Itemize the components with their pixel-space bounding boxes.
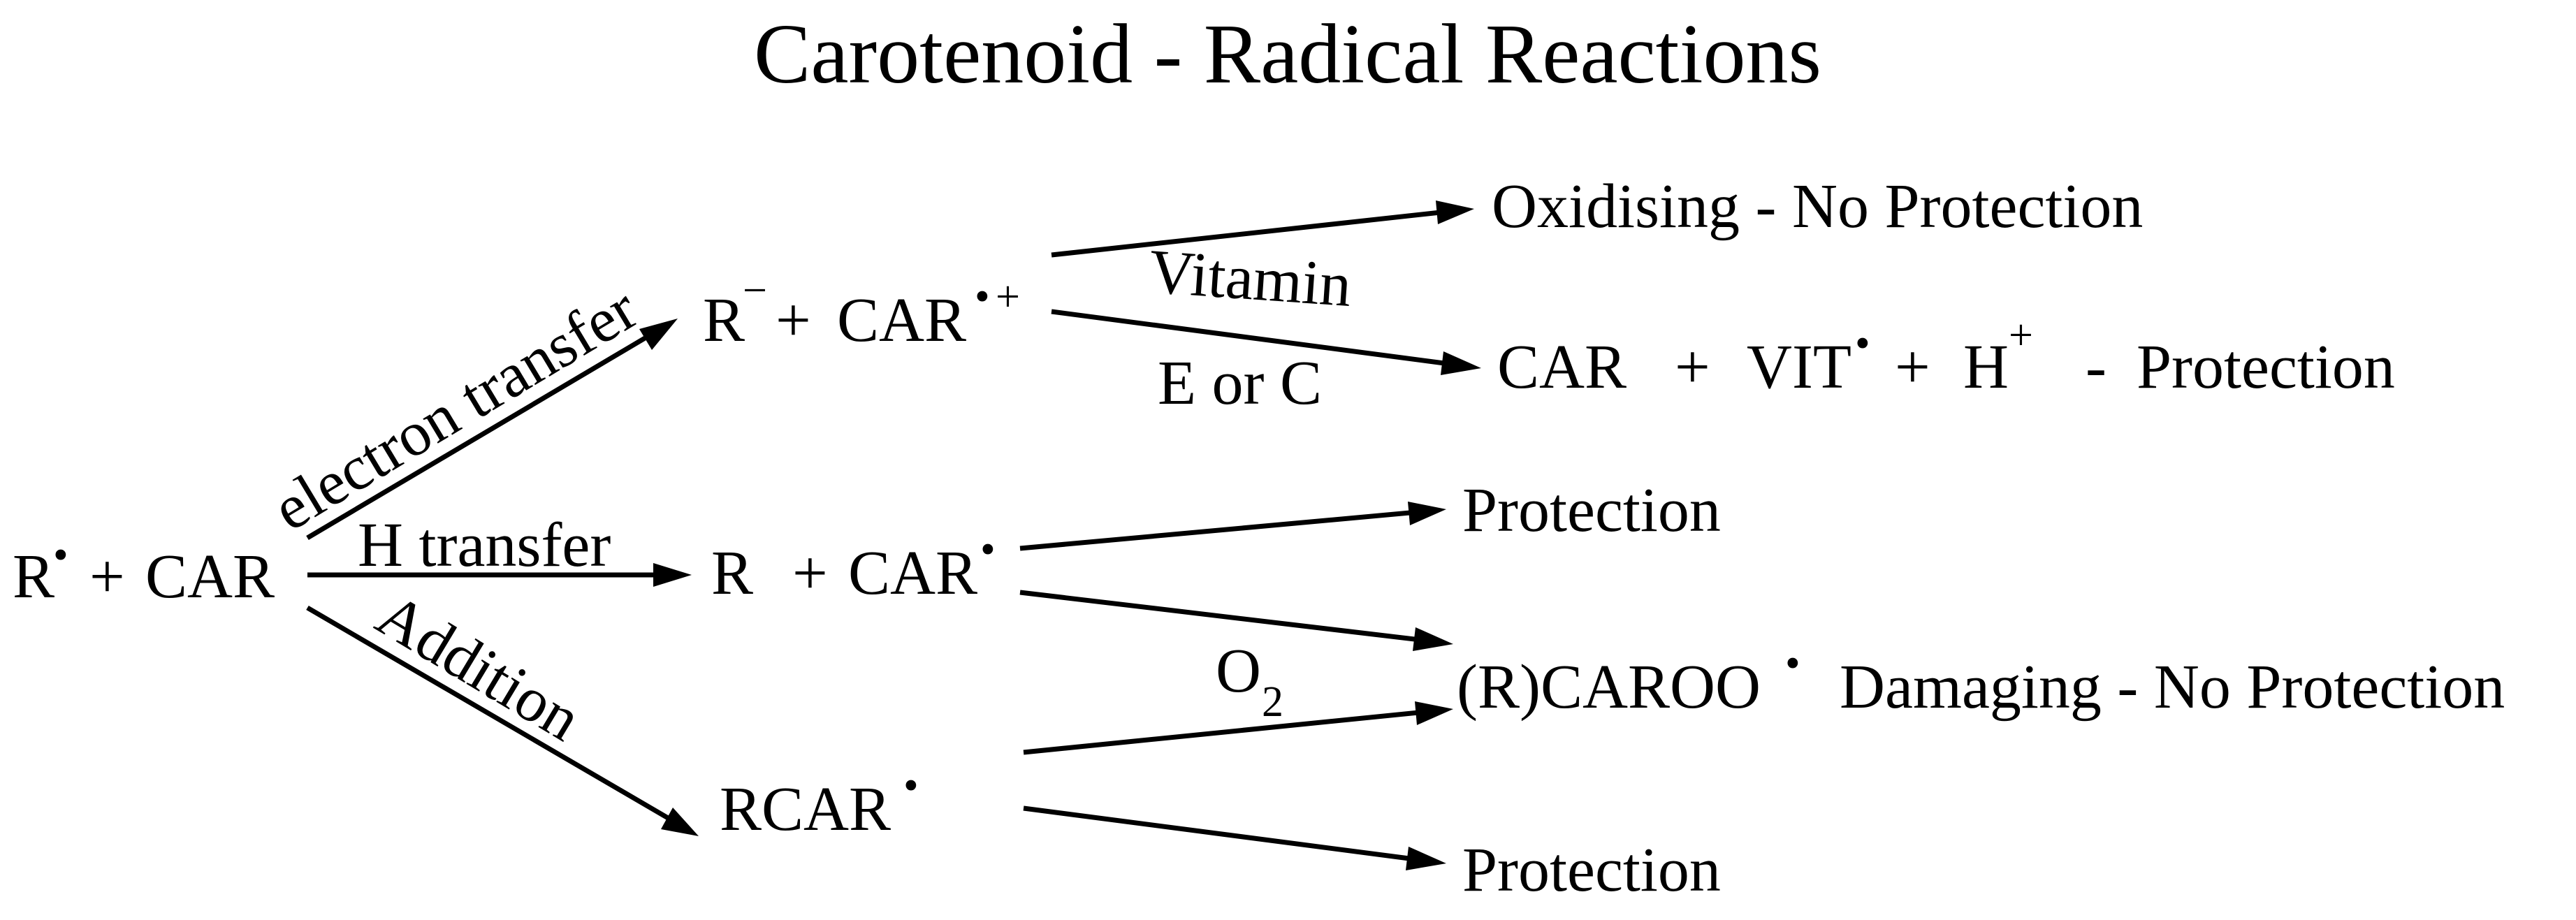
rcar: RCAR [720, 775, 891, 844]
vit-dash: - [2086, 333, 2106, 402]
vit-plus1: + [1675, 333, 1710, 402]
ht-r: R [711, 539, 753, 608]
arrow-electron-transfer [306, 326, 662, 541]
rcar-dot: • [903, 762, 919, 810]
reactant-car: CAR [145, 542, 275, 611]
arrows [306, 208, 1461, 863]
product-oxidising: Oxidising - No Protection [1492, 172, 2143, 241]
arrowhead-electron-transfer [639, 319, 678, 350]
intermediate-electron-transfer: R − + CAR • + [703, 267, 1020, 355]
vit-protection: Protection [2137, 333, 2395, 402]
vit-dot: • [1855, 320, 1870, 367]
arrow-oxidising [1051, 208, 1454, 258]
arrow-rcar-to-caroo [1023, 708, 1433, 755]
condition-vitamin-line1: Vitamin [1147, 237, 1354, 320]
caroo-dot: • [1785, 640, 1800, 687]
ht-dot: • [980, 526, 996, 574]
product-protection-bottom: Protection [1462, 835, 1721, 905]
reactant-plus: + [89, 542, 125, 611]
arrow-car-radical-to-caroo [1019, 590, 1433, 644]
diagram-title: Carotenoid - Radical Reactions [754, 7, 1821, 101]
label-h-transfer: H transfer [358, 511, 611, 580]
cation-dot: • [975, 273, 990, 321]
vit-h: H [1963, 333, 2009, 402]
condition-vitamin-line2: E or C [1158, 349, 1322, 418]
product-protection-top: Protection [1462, 476, 1721, 545]
anion-charge: − [743, 267, 767, 314]
arrow-protection-top [1019, 509, 1426, 551]
arrow-addition [306, 605, 683, 828]
arrowheads [639, 200, 1481, 870]
anion-r: R [703, 286, 745, 355]
arrowhead-protection-bottom [1406, 847, 1446, 870]
label-electron-transfer: electron transfer [261, 274, 648, 544]
arrowhead-rcar-to-caroo [1415, 701, 1453, 725]
vit-vit: VIT [1747, 333, 1851, 402]
et-plus: + [776, 286, 811, 355]
ht-car: CAR [848, 539, 977, 608]
vit-h-charge: + [2009, 312, 2033, 359]
arrowhead-vitamin [1441, 351, 1481, 375]
product-vitamin-protection: CAR + VIT • + H + - Protection [1497, 312, 2395, 402]
vit-plus2: + [1895, 333, 1930, 402]
arrowhead-car-radical-to-caroo [1413, 627, 1453, 651]
arrow-vitamin [1051, 309, 1461, 368]
vit-car: CAR [1497, 333, 1627, 402]
arrowhead-oxidising [1436, 200, 1474, 224]
reactants: R • + CAR [13, 532, 275, 611]
cation-car: CAR [837, 286, 966, 355]
reactant-radical: R [13, 542, 54, 611]
o2-o: O [1216, 636, 1261, 706]
product-caroo: (R)CAROO • Damaging - No Protection [1457, 640, 2505, 722]
arrowhead-h-transfer [653, 563, 692, 587]
ht-plus: + [792, 539, 828, 608]
condition-o2: O 2 [1216, 636, 1283, 726]
intermediate-h-transfer: R + CAR • [711, 526, 996, 608]
radical-dot: • [53, 532, 68, 579]
intermediate-addition: RCAR • [720, 762, 919, 844]
arrowhead-protection-top [1408, 502, 1446, 525]
caroo-label: (R)CAROO [1457, 652, 1761, 722]
cation-charge: + [996, 273, 1020, 321]
o2-subscript: 2 [1262, 678, 1283, 726]
caroo-damaging: Damaging - No Protection [1840, 652, 2505, 722]
arrow-protection-bottom [1023, 805, 1426, 863]
arrowhead-addition [661, 808, 699, 836]
label-addition: Addition [365, 580, 592, 754]
